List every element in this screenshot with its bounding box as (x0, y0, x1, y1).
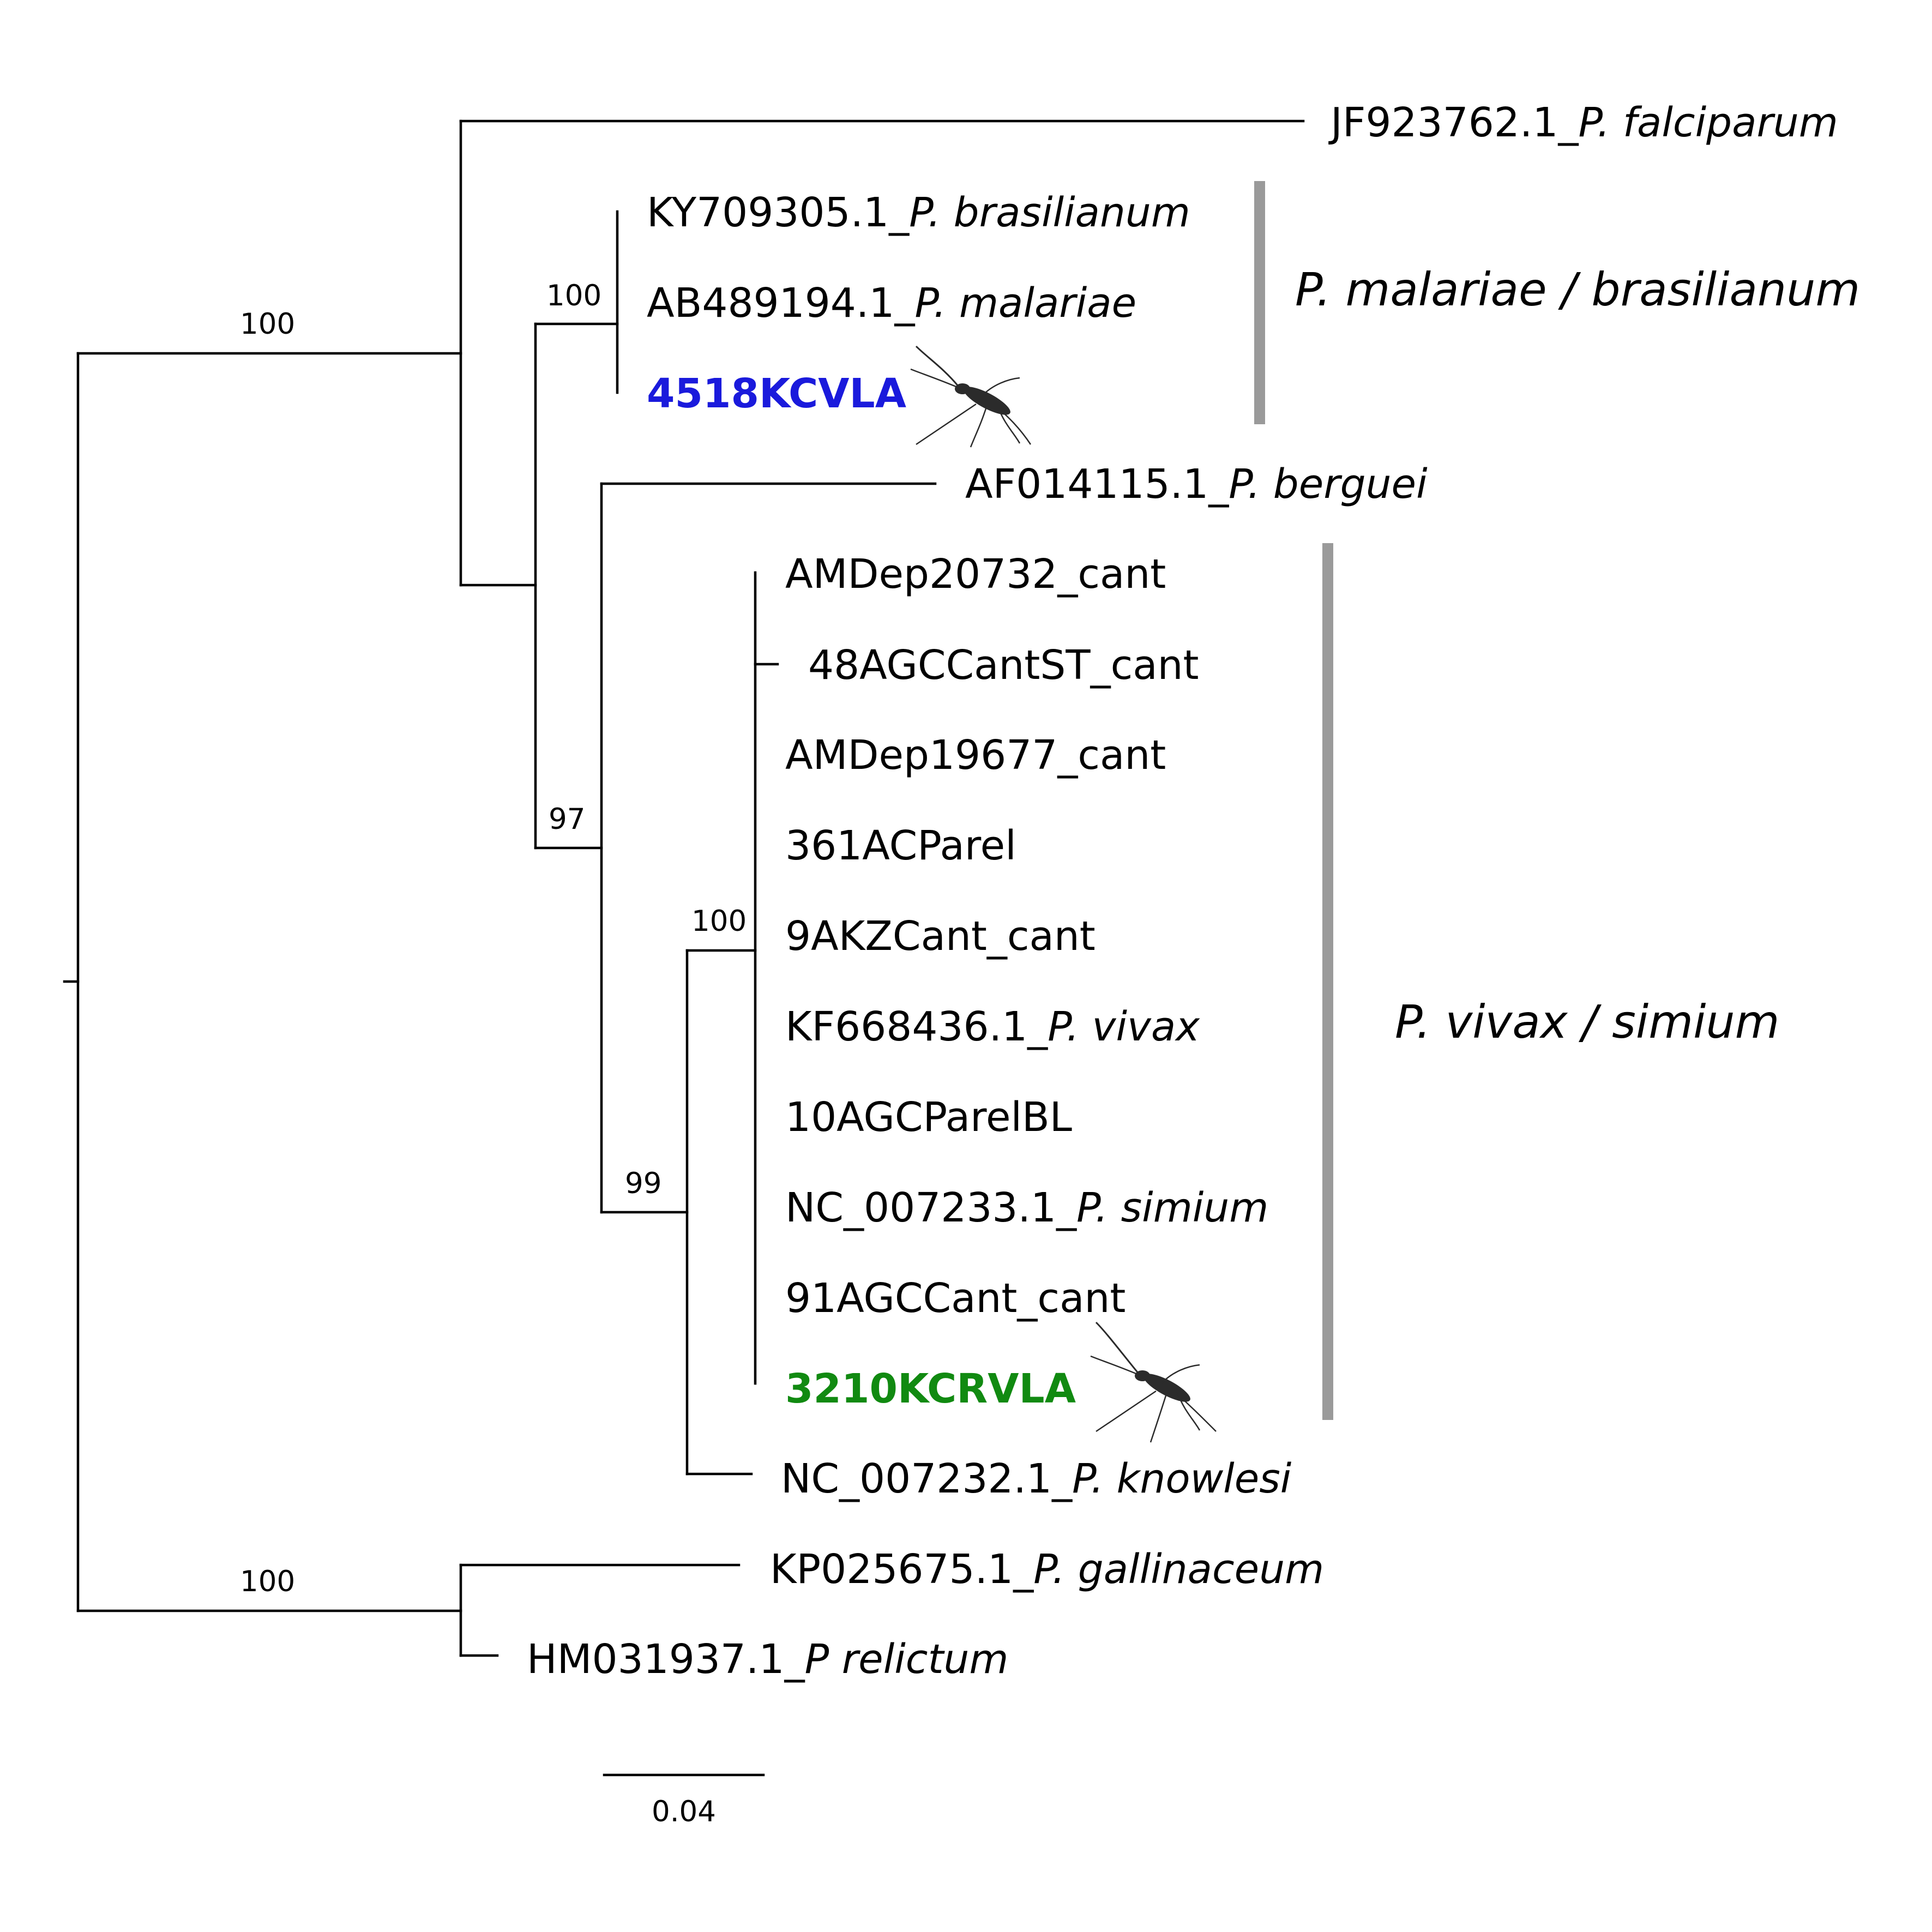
support-avian-clade: 100 (240, 1565, 295, 1598)
taxon-accession: NC_007233.1_ (785, 1184, 1077, 1231)
support-node-b: 97 (549, 803, 585, 836)
taxon-label-knowlesi: NC_007232.1_P. knowlesi (781, 1455, 1292, 1502)
taxon-label-relictum: HM031937.1_P relictum (527, 1636, 1009, 1683)
taxon-label-akzcant: 9AKZCant_cant (785, 913, 1096, 960)
taxon-species: P relictum (805, 1636, 1009, 1683)
taxon-accession: AF014115.1_ (965, 461, 1229, 508)
taxon-label-brasilianum: KY709305.1_P. brasilianum (647, 189, 1190, 236)
taxon-label-agccantst: 48AGCCantST_cant (808, 642, 1199, 689)
taxon-species: P. brasilianum (909, 189, 1190, 236)
taxon-species: P. knowlesi (1072, 1455, 1292, 1502)
taxon-accession: KP025675.1_ (770, 1546, 1034, 1593)
taxon-label-falciparum: JF923762.1_P. falciparum (1328, 99, 1838, 146)
taxon-species: P. vivax (1048, 1003, 1200, 1050)
taxon-accession: KF668436.1_ (785, 1003, 1048, 1050)
taxon-accession: 361ACParel (785, 822, 1016, 869)
taxon-accession: 48AGCCantST_cant (808, 642, 1199, 689)
taxon-accession: AMDep20732_cant (785, 551, 1166, 598)
taxon-species: P. gallinaceum (1033, 1546, 1324, 1593)
taxon-accession: 3210KCRVLA (785, 1365, 1076, 1412)
support-values: 100 100 97 100 99 100 (240, 279, 747, 1598)
taxon-label-acparel: 361ACParel (785, 822, 1016, 869)
support-ingroup: 100 (240, 308, 295, 341)
taxon-label-berguei: AF014115.1_P. berguei (965, 461, 1428, 508)
taxon-accession: 9AKZCant_cant (785, 913, 1096, 960)
taxon-species: P. malariae (914, 280, 1136, 327)
taxon-label-amdep20732: AMDep20732_cant (785, 551, 1166, 598)
taxon-label-malariae: AB489194.1_P. malariae (647, 280, 1136, 327)
scale-bar-label: 0.04 (652, 1795, 716, 1828)
taxon-species: P. simium (1076, 1184, 1268, 1231)
clade-label-vivax: P. vivax / simium (1395, 995, 1779, 1049)
support-node-c: 99 (625, 1167, 661, 1200)
taxon-accession: JF923762.1_ (1328, 99, 1579, 146)
taxon-label-gallinaceum: KP025675.1_P. gallinaceum (770, 1546, 1324, 1593)
taxon-label-kcrvla: 3210KCRVLA (785, 1365, 1076, 1412)
mosquito-icon (1090, 1321, 1217, 1443)
tree-branches (63, 119, 1305, 1657)
taxon-label-agcparelbl: 10AGCParelBL (785, 1094, 1072, 1141)
taxon-accession: 91AGCCant_cant (785, 1275, 1126, 1322)
taxon-species: P. falciparum (1578, 99, 1838, 146)
taxon-accession: NC_007232.1_ (781, 1455, 1073, 1502)
clade-label-malariae: P. malariae / brasilianum (1295, 263, 1860, 316)
taxon-accession: KY709305.1_ (647, 189, 910, 236)
taxon-accession: AB489194.1_ (647, 280, 915, 327)
taxon-accession: 4518KCVLA (647, 370, 906, 417)
support-malariae-clade: 100 (546, 279, 601, 312)
taxon-accession: AMDep19677_cant (785, 732, 1166, 779)
mosquito-icon (910, 345, 1032, 448)
taxon-label-vivax: KF668436.1_P. vivax (785, 1003, 1200, 1050)
taxon-label-amdep19677: AMDep19677_cant (785, 732, 1166, 779)
taxon-species: P. berguei (1229, 461, 1428, 508)
taxon-accession: 10AGCParelBL (785, 1094, 1072, 1141)
taxon-label-kcvla: 4518KCVLA (647, 370, 906, 417)
taxon-label-agccant91: 91AGCCant_cant (785, 1275, 1126, 1322)
support-vivax-clade: 100 (691, 905, 747, 938)
taxon-label-simium: NC_007233.1_P. simium (785, 1184, 1268, 1231)
taxon-accession: HM031937.1_ (527, 1636, 805, 1683)
